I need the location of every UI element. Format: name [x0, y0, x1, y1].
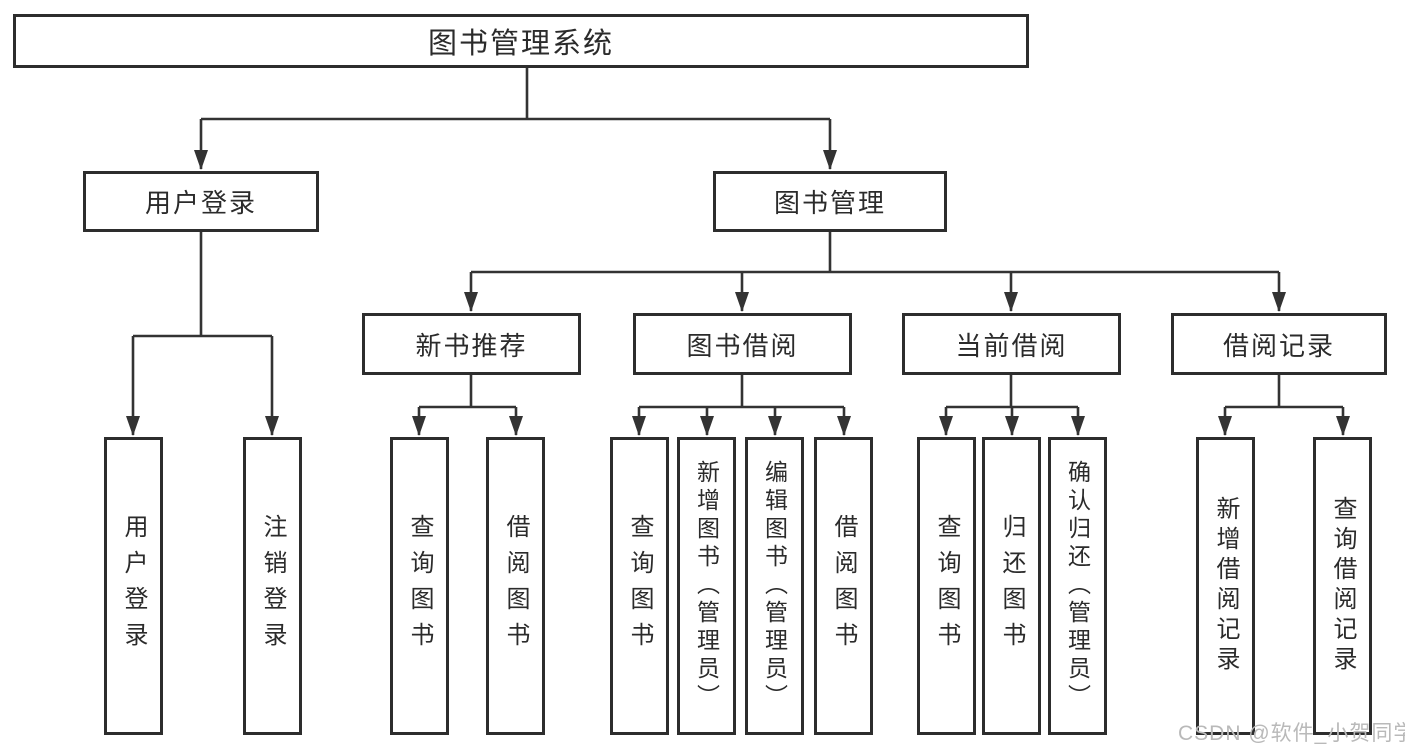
new-book-recommend-connector [419, 375, 516, 409]
node-borrow-records: 借阅记录 [1171, 313, 1387, 375]
leaf-borrow-books-recommend: 借阅图书 [486, 437, 545, 735]
current-borrow-connector [946, 375, 1078, 409]
leaf-query-books-borrow: 查询图书 [610, 437, 669, 735]
node-user-login: 用户登录 [83, 171, 319, 232]
book-borrow-connector [639, 375, 844, 409]
leaf-add-borrow-record: 新增借阅记录 [1196, 437, 1255, 735]
leaf-logout: 注销登录 [243, 437, 302, 735]
leaf-return-books: 归还图书 [982, 437, 1041, 735]
leaf-edit-books-admin: 编辑图书（管理员） [745, 437, 804, 735]
root-to-level2-connector [201, 68, 830, 121]
node-library-management-system: 图书管理系统 [13, 14, 1029, 68]
leaf-user-login: 用户登录 [104, 437, 163, 735]
csdn-watermark: CSDN @软件_小贺同学 [1178, 722, 1405, 745]
book-management-connector [471, 232, 1279, 274]
node-new-book-recommend: 新书推荐 [362, 313, 581, 375]
leaf-query-books-recommend: 查询图书 [390, 437, 449, 735]
leaf-borrow-books: 借阅图书 [814, 437, 873, 735]
node-book-borrow: 图书借阅 [633, 313, 852, 375]
node-current-borrow: 当前借阅 [902, 313, 1121, 375]
node-book-management: 图书管理 [713, 171, 947, 232]
leaf-query-books-current: 查询图书 [917, 437, 976, 735]
leaf-query-borrow-record: 查询借阅记录 [1313, 437, 1372, 735]
user-login-connector [133, 232, 272, 338]
borrow-records-connector [1225, 375, 1343, 409]
leaf-add-books-admin: 新增图书（管理员） [677, 437, 736, 735]
leaf-confirm-return-admin: 确认归还（管理员） [1048, 437, 1107, 735]
